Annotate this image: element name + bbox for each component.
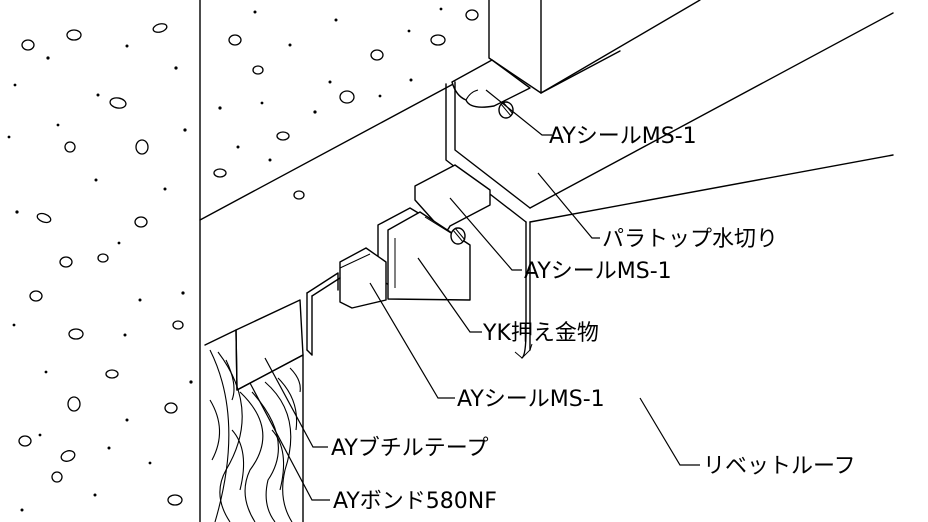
rivet-screw-upper [498,101,514,119]
label-bond: AYボンド580NF [333,489,497,514]
label-butyl-tape: AYブチルテープ [331,436,488,461]
butyl-tape [235,299,304,391]
concrete-wall-face [7,0,201,522]
concrete-aggregate-left [7,23,193,512]
leader-seal-top [485,89,552,136]
label-parapet-flashing: パラトップ水切り [602,227,778,252]
leader-seal-bottom [369,282,455,399]
label-seal-middle: AYシールMS-1 [524,259,672,284]
concrete-aggregate-parapet [213,7,479,200]
rivet-screw-middle [450,227,466,245]
label-seal-top: AYシールMS-1 [549,124,697,149]
seal-bottom-bead [339,247,387,309]
rivet-roof [306,272,341,356]
leader-seal-middle [449,197,522,271]
wood-substrate [204,329,304,522]
label-rivet-roof: リベットルーフ [703,454,856,479]
leader-parapet-flashing [537,172,600,239]
label-holding-hardware: YK押え金物 [482,321,599,346]
leader-butyl-tape [264,357,328,448]
leader-bond [249,382,330,501]
leader-holding-hardware [417,257,482,333]
leader-rivet-roof [639,397,700,466]
concrete-parapet-face [199,7,479,221]
seal-top-bead [451,59,531,108]
label-seal-bottom: AYシールMS-1 [457,387,605,412]
upper-wall-block [488,0,701,94]
holding-hardware [377,164,491,301]
leader-lines [249,89,700,501]
parapet-flashing [445,12,894,359]
